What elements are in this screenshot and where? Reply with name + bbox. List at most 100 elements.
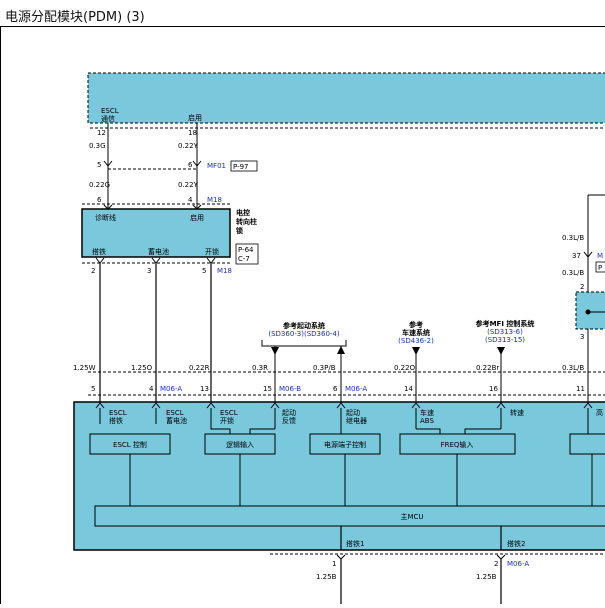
pdm-pin-labels: 5 4 M06-A 13 15 M06-B 6 M06-A 14 16 11 xyxy=(91,385,585,393)
pdm-pin-4: 4 xyxy=(149,385,154,393)
bottom-mark-2 xyxy=(496,554,506,560)
pdm-start-relay-2: 继电器 xyxy=(346,416,367,425)
ref-speed-2: 车速系统 xyxy=(402,328,430,337)
gauge-03pb: 0.3P/B xyxy=(313,364,336,372)
gauge-022br: 0.22Br xyxy=(476,364,499,372)
pdm-escl-gnd-2: 搭铁 xyxy=(109,416,123,425)
right-module-box xyxy=(575,291,605,330)
ref-mfi: 参考MFI 控制系统 xyxy=(476,319,535,328)
pdm-pin-13: 13 xyxy=(200,385,209,393)
pdm-mark-16 xyxy=(496,402,506,409)
wire-0-22y-2: 0.22Y xyxy=(178,181,199,189)
pin-5-m18: 5 xyxy=(202,267,206,275)
pdm-module-box xyxy=(73,401,605,551)
pdm-speed-2: ABS xyxy=(420,417,434,425)
ref-mfi-code-2: (SD313-15) xyxy=(485,336,525,344)
pdm-escl-gnd-1: ESCL xyxy=(109,409,127,417)
connector-mark-2 xyxy=(95,257,105,264)
freq-input-label: FREQ输入 xyxy=(441,440,474,449)
p97-box xyxy=(230,160,258,172)
pdm-start-fb-1: 起动 xyxy=(282,408,296,417)
ref-mf01: MF01 xyxy=(207,162,226,170)
bottom-gauge-2: 1.25B xyxy=(476,573,497,581)
right-connector-mark-37 xyxy=(583,251,593,258)
escl-side-3: 锁 xyxy=(235,226,243,235)
pdm-mark-6 xyxy=(336,402,346,409)
ref-m18-bottom: M18 xyxy=(217,267,232,275)
bottom-pin-1: 1 xyxy=(332,560,336,568)
pdm-mark-14 xyxy=(411,402,421,409)
pdm-speed-1: 车速 xyxy=(420,408,434,417)
pdm-pin-16: 16 xyxy=(489,385,498,393)
ref-start-codes: (SD360-3)(SD360-4) xyxy=(268,330,340,338)
pdm-internal-lines xyxy=(99,408,589,434)
arrow-down-mfi xyxy=(497,347,505,355)
pdm-gnd2-label: 搭铁2 xyxy=(507,539,525,548)
pdm-pin-5: 5 xyxy=(91,385,95,393)
pdm-mark-13 xyxy=(206,402,216,409)
ref-start-system: 参考起动系统 xyxy=(283,321,325,330)
pdm-pin-11: 11 xyxy=(576,385,585,393)
pin-2-m18: 2 xyxy=(91,267,95,275)
pdm-start-relay-1: 起动 xyxy=(346,408,360,417)
gauge-125w: 1.25W xyxy=(73,364,96,372)
ref-m18-top: M18 xyxy=(207,196,222,204)
p64-box xyxy=(235,243,259,265)
right-ref-m: M xyxy=(597,252,603,260)
gauge-022o: 0.22O xyxy=(394,364,416,372)
escl-diag-label: 诊断线 xyxy=(95,213,116,222)
pdm-escl-bat-2: 蓄电池 xyxy=(166,416,187,425)
pdm-mark-15 xyxy=(270,402,280,409)
escl-gnd-label: 搭铁 xyxy=(92,247,106,256)
wire-0-22y: 0.22Y xyxy=(178,142,199,150)
bottom-pin-2: 2 xyxy=(494,560,498,568)
pdm-right-label: 高 xyxy=(596,408,603,417)
right-pin-2: 2 xyxy=(580,283,584,291)
gauge-03r: 0.3R xyxy=(252,364,268,372)
ref-speed-code: (SD436-2) xyxy=(398,337,434,345)
pdm-escl-unlock-2: 开锁 xyxy=(220,416,234,425)
pdm-pin-15: 15 xyxy=(263,385,272,393)
ref-c7: C-7 xyxy=(238,255,250,263)
pdm-mark-4 xyxy=(151,402,161,409)
ref-start-bracket xyxy=(261,340,347,347)
gauge-125o: 1.25O xyxy=(131,364,153,372)
right-wire-1: 0.3L/B xyxy=(562,234,584,242)
wiring-diagram: ESCL 通信 启用 12 18 0.3G 0.22Y 5 6 MF01 P-9… xyxy=(0,27,605,604)
right-pin-3: 3 xyxy=(580,333,584,341)
pdm-gnd1-label: 搭铁1 xyxy=(346,539,364,548)
pin-12: 12 xyxy=(97,129,106,137)
escl-side-1: 电控 xyxy=(236,208,250,217)
wire-0-3g: 0.3G xyxy=(89,142,106,150)
pdm-ref-m06a-2: M06-A xyxy=(345,385,367,393)
pdm-pin-14: 14 xyxy=(404,385,413,393)
top-module-box xyxy=(87,72,605,124)
int-14-branch xyxy=(416,428,441,434)
pdm-escl-bat-1: ESCL xyxy=(166,409,184,417)
arrow-down-speed xyxy=(412,347,420,355)
int-16-branch xyxy=(464,428,501,434)
power-terminal-control-label: 电源端子控制 xyxy=(324,440,366,449)
pdm-pin-marks xyxy=(95,402,593,409)
wiring-diagram-svg: ESCL 通信 启用 12 18 0.3G 0.22Y 5 6 MF01 P-9… xyxy=(0,27,605,604)
bottom-mark-1 xyxy=(336,554,346,560)
right-ref-p: P xyxy=(598,264,602,272)
pdm-mark-11 xyxy=(583,402,593,409)
arrow-down-start-fb xyxy=(271,347,279,355)
int-15-branch xyxy=(249,428,275,434)
int-13-branch xyxy=(210,424,231,434)
pin-18: 18 xyxy=(188,129,197,137)
pin-5-mf01: 5 xyxy=(97,161,101,169)
escl-unlock-label: 开锁 xyxy=(205,247,219,256)
top-start-label: 启用 xyxy=(188,113,202,122)
pin-6-mf01: 6 xyxy=(188,161,193,169)
pdm-rpm: 转速 xyxy=(510,408,524,417)
pin-6-m18: 6 xyxy=(97,196,102,204)
connector-mark-3 xyxy=(151,257,161,264)
gauge-022r: 0.22R xyxy=(189,364,210,372)
right-wire-3: 0.3L/B xyxy=(562,364,584,372)
escl-start-label: 启用 xyxy=(190,213,204,222)
right-sub-box xyxy=(569,433,605,455)
pin-4-m18: 4 xyxy=(188,196,193,204)
sub-to-mcu-lines xyxy=(129,454,593,506)
